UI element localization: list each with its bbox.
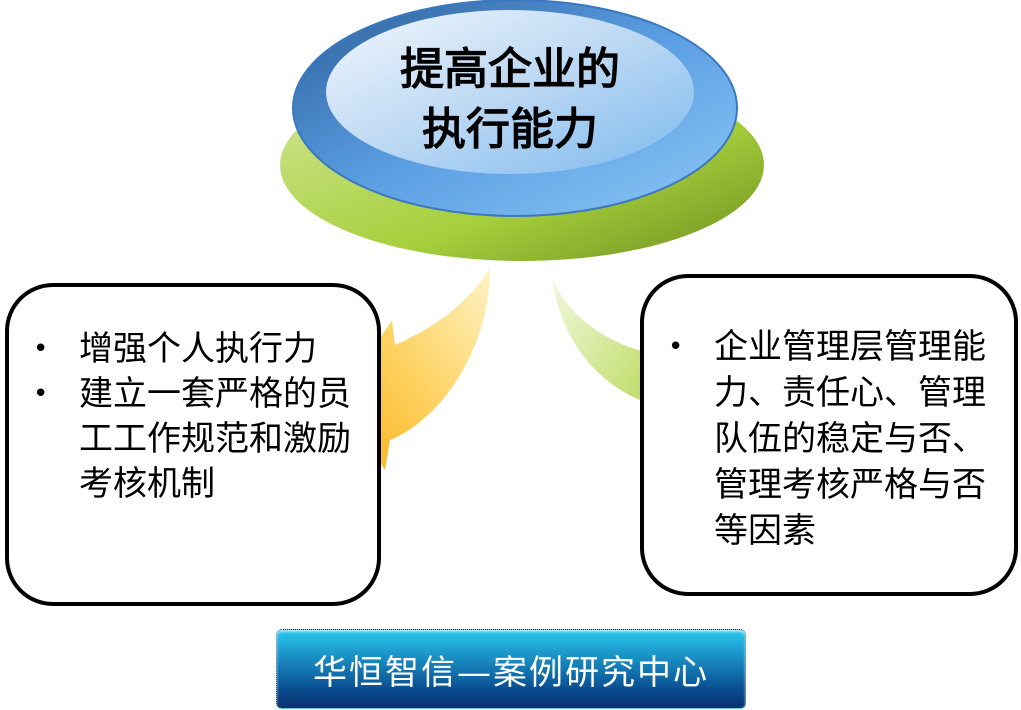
center-title: 提高企业的 执行能力 <box>340 40 680 160</box>
inner-ellipse <box>326 10 694 174</box>
list-item: 建立一套严格的员工工作规范和激励考核机制 <box>31 372 357 507</box>
list-item: 企业管理层管理能力、责任心、管理队伍的稳定与否、管理考核严格与否等因素 <box>666 324 1000 554</box>
title-line-2: 执行能力 <box>422 104 598 155</box>
footer-banner: 华恒智信—案例研究中心 <box>276 629 746 709</box>
right-text-box: 企业管理层管理能力、责任心、管理队伍的稳定与否、管理考核严格与否等因素 <box>640 274 1018 596</box>
title-line-1: 提高企业的 <box>400 44 620 95</box>
left-text-box: 增强个人执行力 建立一套严格的员工工作规范和激励考核机制 <box>5 283 381 606</box>
list-item: 增强个人执行力 <box>31 327 357 372</box>
